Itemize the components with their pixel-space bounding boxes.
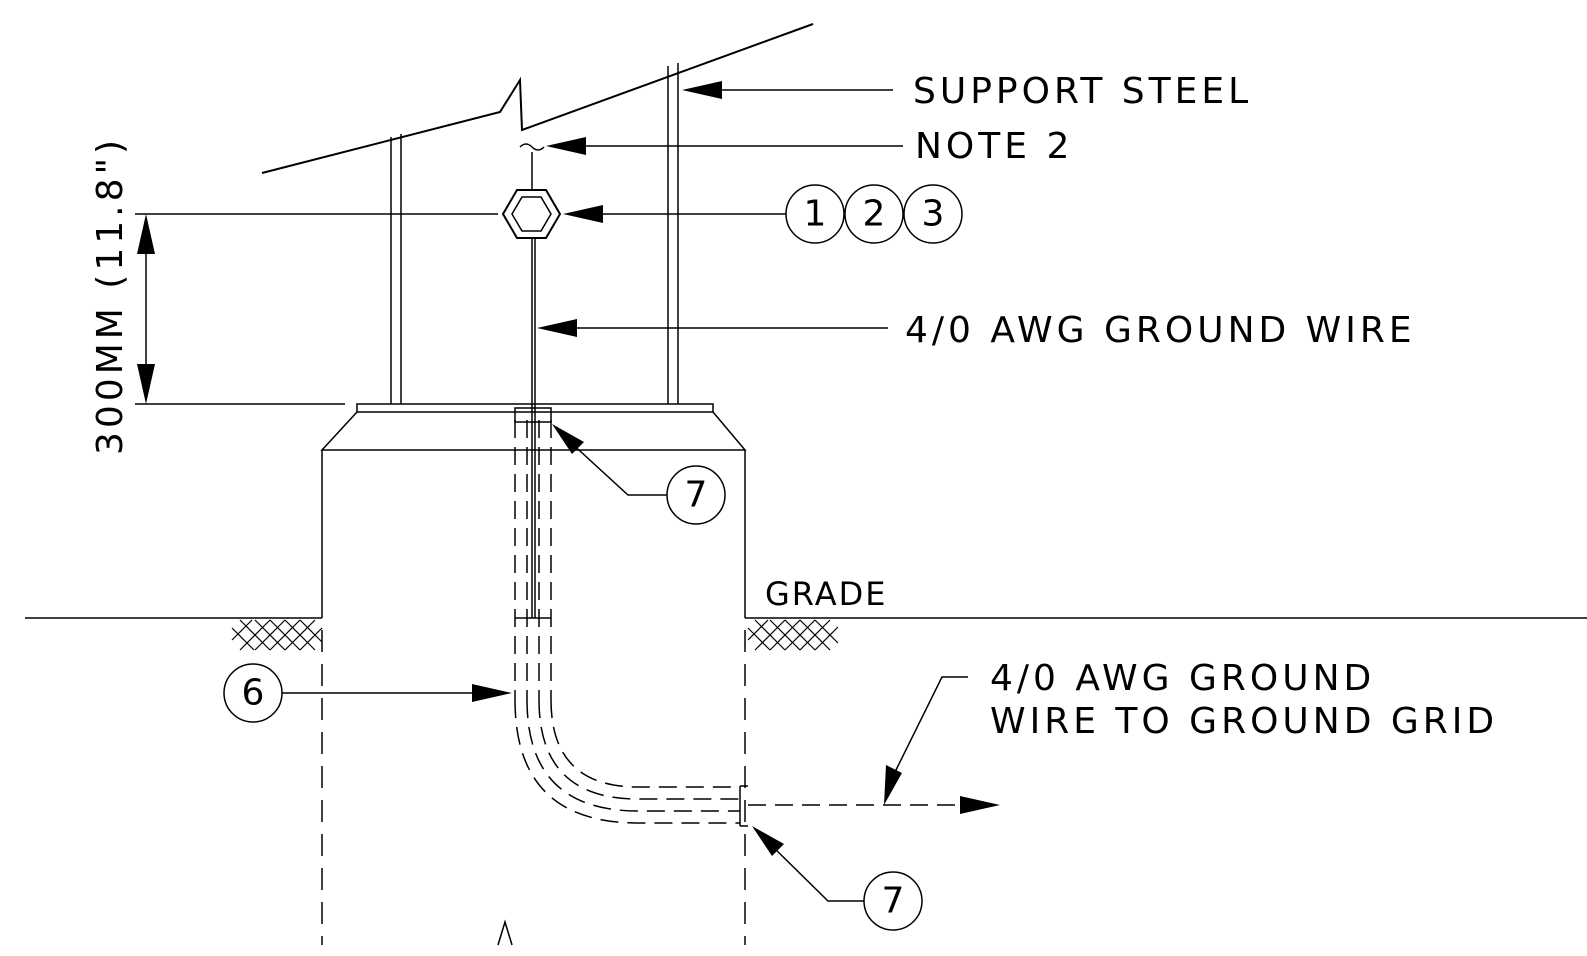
soil-hatch-left — [231, 619, 323, 651]
leader-bubble-6: 6 — [223, 663, 512, 723]
leader-bubble-7-top: 7 — [552, 424, 726, 525]
ground-wire — [531, 152, 536, 618]
ground-wire-label: 4/0 AWG GROUND WIRE — [905, 310, 1416, 351]
bubble-2: 2 — [863, 194, 886, 235]
concrete-pier — [320, 411, 747, 945]
bubble-7-top: 7 — [685, 475, 708, 516]
leader-note-2: NOTE 2 — [546, 126, 1073, 167]
embedded-conduit — [514, 407, 1000, 827]
bubble-3: 3 — [922, 194, 945, 235]
dimension-300mm: 300MM (11.8") — [90, 136, 498, 455]
bubble-1: 1 — [804, 194, 827, 235]
support-steel-top-member — [261, 23, 814, 174]
base-plate — [356, 403, 714, 413]
support-steel-label: SUPPORT STEEL — [913, 71, 1252, 112]
leader-ground-wire: 4/0 AWG GROUND WIRE — [537, 310, 1416, 351]
leader-ground-grid-wire: 4/0 AWG GROUND WIRE TO GROUND GRID — [884, 658, 1498, 805]
section-mark-partial — [497, 919, 513, 946]
leader-bubbles-123: 1 2 3 — [563, 184, 963, 244]
hex-connector — [501, 189, 562, 239]
soil-hatch-right — [747, 619, 839, 651]
leader-bubble-7-bottom: 7 — [752, 826, 923, 931]
note-2-mark — [519, 143, 545, 151]
grade-label: GRADE — [765, 575, 887, 613]
bubble-7-bottom: 7 — [882, 881, 905, 922]
note-2-label: NOTE 2 — [915, 126, 1073, 167]
bubble-6: 6 — [242, 673, 265, 714]
dimension-label: 300MM (11.8") — [90, 136, 131, 455]
grid-wire-label-line1: 4/0 AWG GROUND — [990, 658, 1375, 699]
grid-wire-label-line2: WIRE TO GROUND GRID — [990, 701, 1498, 742]
support-steel-legs — [390, 63, 679, 404]
leader-support-steel: SUPPORT STEEL — [682, 71, 1252, 112]
